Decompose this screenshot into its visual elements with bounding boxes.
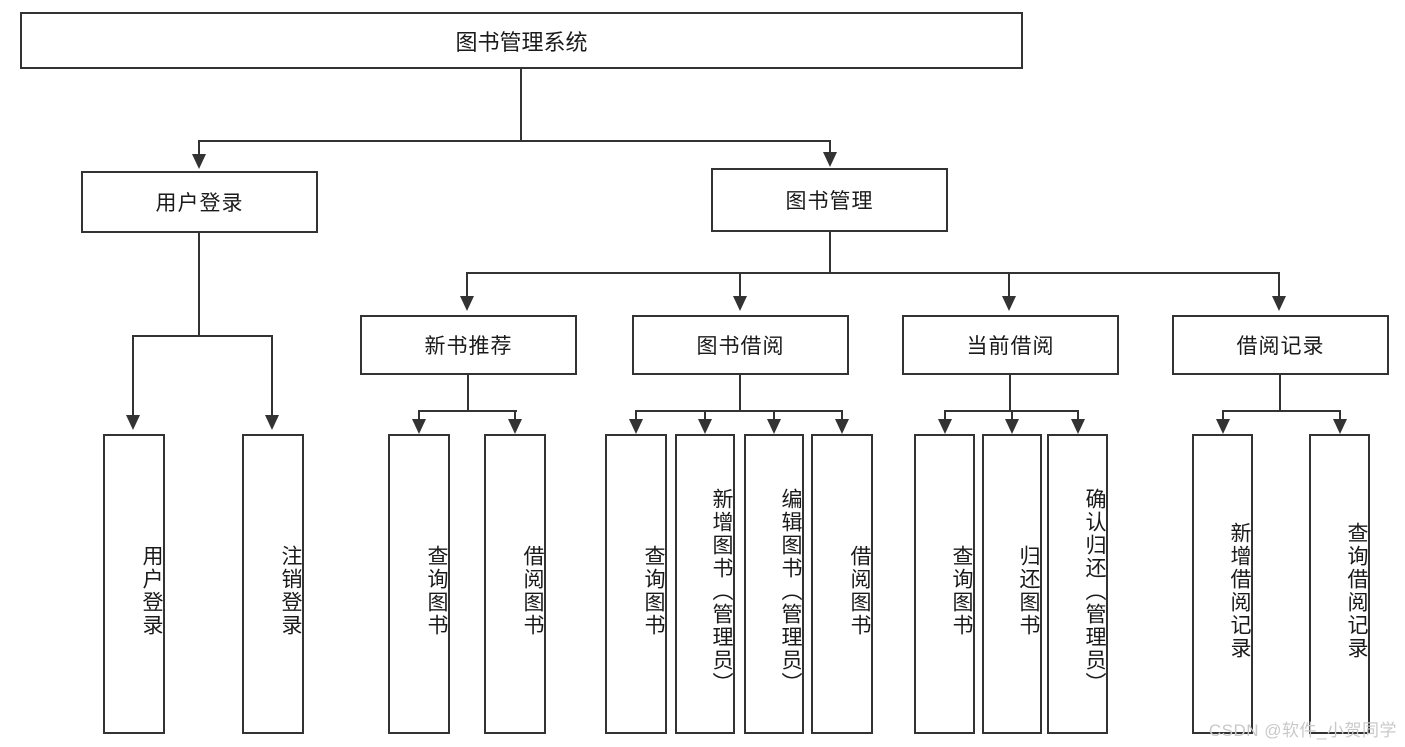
connector-borrow-record-stem (1279, 375, 1281, 412)
node-root-system[interactable]: 图书管理系统 (20, 12, 1023, 69)
arrow-current-borrow-leaf-2 (1005, 419, 1019, 434)
connector-book-manage-bus (466, 272, 1280, 274)
leaf-label: 查询图书 (642, 545, 665, 637)
leaf-label: 新增图书（管理员） (710, 487, 733, 695)
connector-book-manage-drop-2 (739, 272, 741, 298)
leaf-record-query[interactable]: 查询借阅记录 (1309, 434, 1370, 734)
leaf-borrow-add-book-admin[interactable]: 新增图书（管理员） (675, 434, 735, 734)
connector-new-book-drop-2 (514, 410, 516, 422)
connector-new-book-stem (467, 375, 469, 412)
leaf-logout-login[interactable]: 注销登录 (242, 434, 304, 734)
leaf-label: 借阅图书 (521, 545, 544, 637)
leaf-label: 查询借阅记录 (1345, 522, 1368, 660)
leaf-label: 查询图书 (425, 545, 448, 637)
arrow-borrow-record-leaf-2 (1333, 419, 1347, 434)
arrow-book-manage-child-2 (733, 296, 747, 311)
connector-current-borrow-stem (1009, 375, 1011, 412)
leaf-current-return-book[interactable]: 归还图书 (982, 434, 1042, 734)
leaf-label: 注销登录 (279, 545, 302, 637)
connector-book-borrow-drop-3 (773, 410, 775, 422)
arrow-book-manage-child-1 (460, 296, 474, 311)
leaf-label: 编辑图书（管理员） (779, 487, 802, 695)
node-label: 当前借阅 (966, 335, 1055, 358)
connector-borrow-record-drop-2 (1339, 410, 1341, 422)
connector-book-borrow-drop-4 (841, 410, 843, 422)
connector-book-manage-stem (829, 232, 831, 274)
arrow-book-borrow-leaf-3 (767, 419, 781, 434)
leaf-label: 确认归还（管理员） (1083, 487, 1106, 695)
node-label: 新书推荐 (424, 335, 513, 358)
connector-book-manage-drop-3 (1008, 272, 1010, 298)
leaf-borrow-query-book[interactable]: 查询图书 (605, 434, 667, 734)
node-user-login[interactable]: 用户登录 (81, 171, 318, 233)
leaf-label: 借阅图书 (848, 545, 871, 637)
leaf-borrow-borrow-book[interactable]: 借阅图书 (811, 434, 873, 734)
connector-borrow-record-bus (1223, 410, 1341, 412)
node-label: 借阅记录 (1236, 335, 1325, 358)
node-label: 图书管理系统 (455, 29, 588, 55)
arrow-current-borrow-leaf-3 (1071, 419, 1085, 434)
connector-book-borrow-drop-2 (704, 410, 706, 422)
connector-user-login-drop-1 (132, 335, 134, 417)
watermark-text: CSDN @软件_小贺同学 (1208, 721, 1397, 740)
leaf-current-confirm-return-admin[interactable]: 确认归还（管理员） (1047, 434, 1108, 734)
connector-new-book-drop-1 (418, 410, 420, 422)
connector-new-book-bus (419, 410, 517, 412)
node-borrow-record[interactable]: 借阅记录 (1172, 315, 1389, 375)
arrow-borrow-record-leaf-1 (1216, 419, 1230, 434)
connector-book-borrow-bus (636, 410, 843, 412)
connector-root-to-book-manage (829, 140, 831, 156)
connector-root-to-user-login (198, 140, 200, 158)
connector-root-stem (520, 69, 522, 141)
leaf-label: 查询图书 (950, 545, 973, 637)
leaf-current-query-book[interactable]: 查询图书 (914, 434, 975, 734)
arrow-new-book-leaf-1 (412, 419, 426, 434)
node-label: 图书借阅 (696, 335, 785, 358)
node-book-management[interactable]: 图书管理 (711, 168, 948, 232)
node-current-borrow[interactable]: 当前借阅 (902, 315, 1119, 375)
node-book-borrow[interactable]: 图书借阅 (632, 315, 849, 375)
connector-current-borrow-drop-2 (1011, 410, 1013, 422)
arrow-book-borrow-leaf-2 (698, 419, 712, 434)
connector-book-borrow-drop-1 (635, 410, 637, 422)
connector-borrow-record-drop-1 (1222, 410, 1224, 422)
leaf-new-book-borrow[interactable]: 借阅图书 (484, 434, 546, 734)
arrow-book-borrow-leaf-4 (835, 419, 849, 434)
arrow-root-to-book-manage (823, 152, 837, 167)
connector-root-bus (199, 140, 831, 142)
node-new-book-recommend[interactable]: 新书推荐 (360, 315, 577, 375)
arrow-user-login-leaf-2 (265, 415, 279, 430)
connector-current-borrow-drop-1 (944, 410, 946, 422)
leaf-user-login[interactable]: 用户登录 (103, 434, 165, 734)
leaf-label: 新增借阅记录 (1228, 522, 1251, 660)
connector-current-borrow-drop-3 (1077, 410, 1079, 422)
leaf-record-add[interactable]: 新增借阅记录 (1192, 434, 1253, 734)
arrow-book-borrow-leaf-1 (629, 419, 643, 434)
arrow-root-to-user-login (192, 154, 206, 169)
connector-user-login-bus (133, 335, 273, 337)
leaf-borrow-edit-book-admin[interactable]: 编辑图书（管理员） (744, 434, 804, 734)
connector-book-borrow-stem (739, 375, 741, 412)
node-label: 图书管理 (785, 190, 874, 213)
arrow-user-login-leaf-1 (126, 415, 140, 430)
connector-book-manage-drop-4 (1278, 272, 1280, 298)
arrow-book-manage-child-4 (1272, 296, 1286, 311)
leaf-label: 归还图书 (1017, 545, 1040, 637)
arrow-current-borrow-leaf-1 (938, 419, 952, 434)
leaf-new-book-query[interactable]: 查询图书 (388, 434, 450, 734)
arrow-book-manage-child-3 (1002, 296, 1016, 311)
node-label: 用户登录 (155, 192, 244, 215)
connector-user-login-stem (198, 233, 200, 336)
connector-user-login-drop-2 (271, 335, 273, 417)
connector-book-manage-drop-1 (466, 272, 468, 298)
leaf-label: 用户登录 (140, 545, 163, 637)
arrow-new-book-leaf-2 (508, 419, 522, 434)
